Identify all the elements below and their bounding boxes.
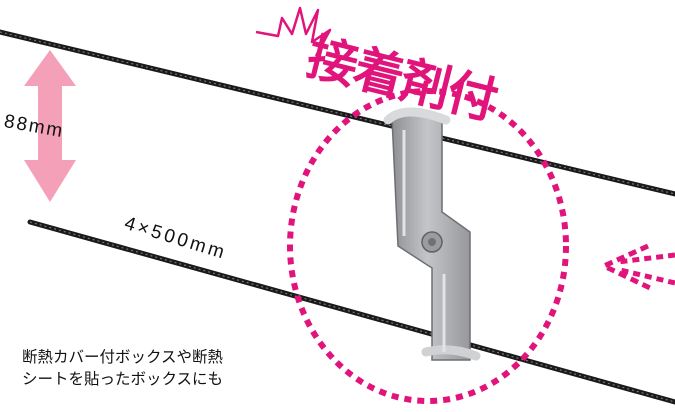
caption-line-1: 断熱カバー付ボックスや断熱 (22, 348, 224, 366)
caption-line-2: シートを貼ったボックスにも (22, 370, 224, 388)
highlight-circle (287, 88, 569, 404)
pointer-arrow-icon (601, 243, 675, 291)
upper-wire (0, 29, 675, 197)
lower-wire (27, 219, 675, 405)
bracket-clip-icon (383, 107, 481, 361)
caption: 断熱カバー付ボックスや断熱 シートを貼ったボックスにも (22, 346, 322, 390)
sparkle-burst-icon (255, 6, 332, 57)
height-arrow-icon (24, 50, 76, 202)
